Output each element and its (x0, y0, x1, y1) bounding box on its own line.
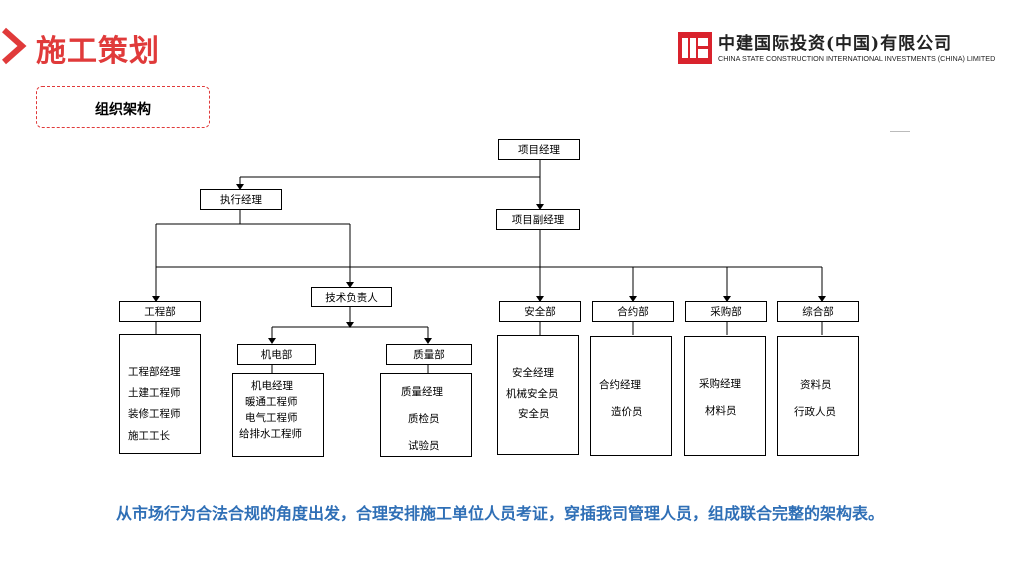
member-item: 施工工长 (128, 430, 170, 442)
dept-quality-title: 质量部 (386, 344, 472, 365)
member-item: 质量经理 (401, 386, 443, 398)
member-item: 材料员 (705, 405, 737, 417)
member-item: 试验员 (408, 440, 440, 452)
member-item: 机械安全员 (506, 388, 559, 400)
member-item: 合约经理 (599, 379, 641, 391)
member-item: 暖通工程师 (245, 396, 298, 408)
dept-mep-members: 机电经理 暖通工程师 电气工程师 给排水工程师 (232, 373, 324, 457)
dept-general-members: 资料员 行政人员 (777, 336, 859, 456)
dept-engineering-title: 工程部 (119, 301, 201, 322)
dept-contract-title: 合约部 (592, 301, 674, 322)
node-deputy-manager: 项目副经理 (496, 209, 580, 230)
dept-safety-members: 安全经理 机械安全员 安全员 (497, 335, 579, 455)
divider (890, 131, 910, 132)
member-item: 工程部经理 (128, 366, 181, 378)
member-item: 安全经理 (512, 367, 554, 379)
section-label-box: 组织架构 (36, 86, 210, 128)
dept-general-title: 综合部 (777, 301, 859, 322)
company-name-en: CHINA STATE CONSTRUCTION INTERNATIONAL I… (718, 54, 996, 63)
member-item: 电气工程师 (245, 412, 298, 424)
member-item: 采购经理 (699, 378, 741, 390)
dept-procurement-title: 采购部 (685, 301, 767, 322)
dept-contract-members: 合约经理 造价员 (590, 336, 672, 456)
member-item: 质检员 (408, 413, 440, 425)
member-item: 造价员 (611, 406, 643, 418)
member-item: 行政人员 (794, 406, 836, 418)
node-tech-lead: 技术负责人 (311, 287, 392, 307)
dept-engineering-members: 工程部经理 土建工程师 装修工程师 施工工长 (119, 334, 201, 454)
section-label: 组织架构 (95, 102, 151, 118)
dept-mep-title: 机电部 (237, 344, 316, 365)
node-executive-manager: 执行经理 (200, 189, 282, 210)
member-item: 资料员 (800, 379, 832, 391)
company-logo-icon (678, 32, 712, 64)
node-project-manager: 项目经理 (498, 139, 580, 160)
company-name-cn: 中建国际投资(中国)有限公司 (718, 34, 953, 54)
dept-procurement-members: 采购经理 材料员 (684, 336, 766, 456)
chevron-right-icon (2, 27, 27, 65)
member-item: 机电经理 (251, 380, 293, 392)
member-item: 安全员 (518, 408, 550, 420)
page-title: 施工策划 (36, 34, 160, 69)
summary-text: 从市场行为合法合规的角度出发，合理安排施工单位人员考证，穿插我司管理人员，组成联… (116, 504, 885, 523)
dept-quality-members: 质量经理 质检员 试验员 (380, 373, 472, 457)
member-item: 装修工程师 (128, 408, 181, 420)
member-item: 给排水工程师 (239, 428, 302, 440)
dept-safety-title: 安全部 (499, 301, 581, 322)
member-item: 土建工程师 (128, 387, 181, 399)
